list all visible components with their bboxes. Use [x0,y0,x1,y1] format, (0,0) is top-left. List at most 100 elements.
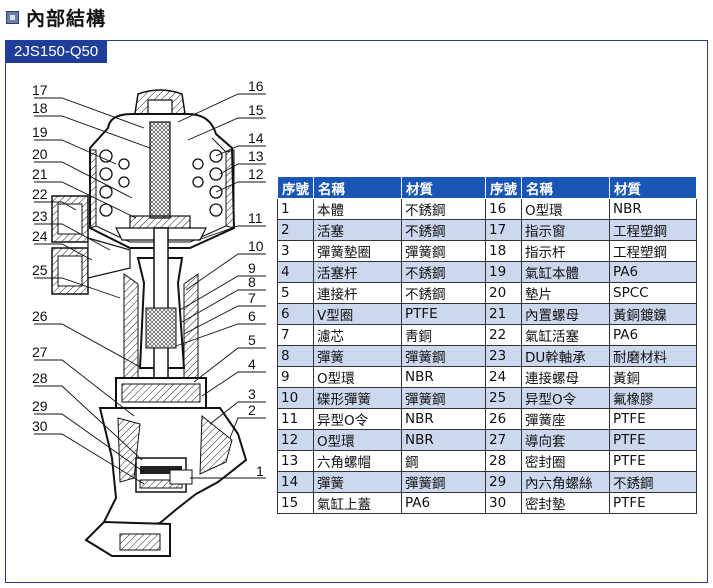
cell-material: 黃銅鍍鎳 [609,303,697,325]
cell-no: 17 [485,219,522,241]
valve-body [51,89,248,557]
cell-no: 26 [485,408,522,430]
callout-label: 28 [32,370,48,386]
cell-material: 不銹鋼 [401,219,486,241]
cell-material: 鋼 [401,450,486,472]
cell-no: 23 [485,345,522,367]
cell-no: 10 [277,387,314,409]
cell-name: 彈簧 [313,471,402,493]
cell-material: PA6 [609,324,697,346]
cell-name: 氣缸上蓋 [313,492,402,514]
callout-label: 7 [248,290,256,306]
cell-material: 工程塑鋼 [609,219,697,241]
cell-no: 5 [277,282,314,304]
callout-label: 17 [32,82,48,98]
cell-name: 彈簧墊圈 [313,240,402,262]
cell-material: 彈簧鋼 [401,387,486,409]
callout-label: 3 [248,386,256,402]
content-frame [5,40,708,583]
cell-no: 15 [277,492,314,514]
callout-label: 10 [248,238,264,254]
callout-label: 6 [248,308,256,324]
cell-name: 內置螺母 [521,303,610,325]
callout-label: 13 [248,148,264,164]
cell-name: 六角螺帽 [313,450,402,472]
callout-lines [34,93,266,485]
cell-no: 1 [277,198,314,220]
callout-label: 22 [32,186,48,202]
callout-label: 29 [32,398,48,414]
cell-material: PTFE [609,450,697,472]
cell-material: NBR [401,408,486,430]
callout-label: 2 [248,402,256,418]
cell-no: 20 [485,282,522,304]
cell-name: O型環 [313,366,402,388]
cell-no: 27 [485,429,522,451]
header-no: 序號 [485,176,522,199]
cell-no: 19 [485,261,522,283]
cell-no: 18 [485,240,522,262]
table-header-row: 序號 名稱 材質 序號 名稱 材質 [277,176,697,199]
cell-name: 濾芯 [313,324,402,346]
cell-material: 不銹鋼 [401,198,486,220]
cell-material: 彈簧鋼 [401,240,486,262]
cell-no: 30 [485,492,522,514]
cell-material: PA6 [609,261,697,283]
callout-label: 27 [32,344,48,360]
header-material: 材質 [401,176,486,199]
cell-name: 連接螺母 [521,366,610,388]
cell-name: 連接杆 [313,282,402,304]
cell-name: 指示窗 [521,219,610,241]
section-heading: 內部結構 [6,4,106,30]
cell-no: 7 [277,324,314,346]
header-material: 材質 [609,176,697,199]
cell-name: 彈簧座 [521,408,610,430]
cell-material: NBR [401,429,486,451]
cell-no: 3 [277,240,314,262]
cell-name: O型環 [313,429,402,451]
cell-material: 彈簧鋼 [401,345,486,367]
cell-name: 活塞 [313,219,402,241]
cell-material: 彈簧鋼 [401,471,486,493]
cell-no: 11 [277,408,314,430]
cell-name: 密封墊 [521,492,610,514]
bullet-square-icon [6,10,19,24]
callout-label: 18 [32,100,48,116]
cell-name: 指示杆 [521,240,610,262]
cell-material: 氟橡膠 [609,387,697,409]
cell-material: PA6 [401,492,486,514]
callout-labels-right: 16 15 14 13 12 11 10 9 8 7 6 5 4 3 2 1 [248,78,264,479]
cell-name: 墊片 [521,282,610,304]
cell-no: 4 [277,261,314,283]
header-name: 名稱 [313,176,402,199]
cell-name: O型環 [521,198,610,220]
cell-no: 2 [277,219,314,241]
model-tag: 2JS150-Q50 [5,40,108,63]
cell-no: 14 [277,471,314,493]
cell-name: 活塞杆 [313,261,402,283]
cell-name: 密封圈 [521,450,610,472]
callout-label: 12 [248,166,264,182]
cell-name: 內六角螺絲 [521,471,610,493]
callout-label: 30 [32,418,48,434]
cell-material: PTFE [609,408,697,430]
cell-no: 9 [277,366,314,388]
callout-label: 11 [248,210,263,226]
header-no: 序號 [277,176,314,199]
callout-label: 20 [32,146,48,162]
callout-label: 8 [248,274,256,290]
cell-name: 彈簧 [313,345,402,367]
callout-label: 26 [32,308,48,324]
